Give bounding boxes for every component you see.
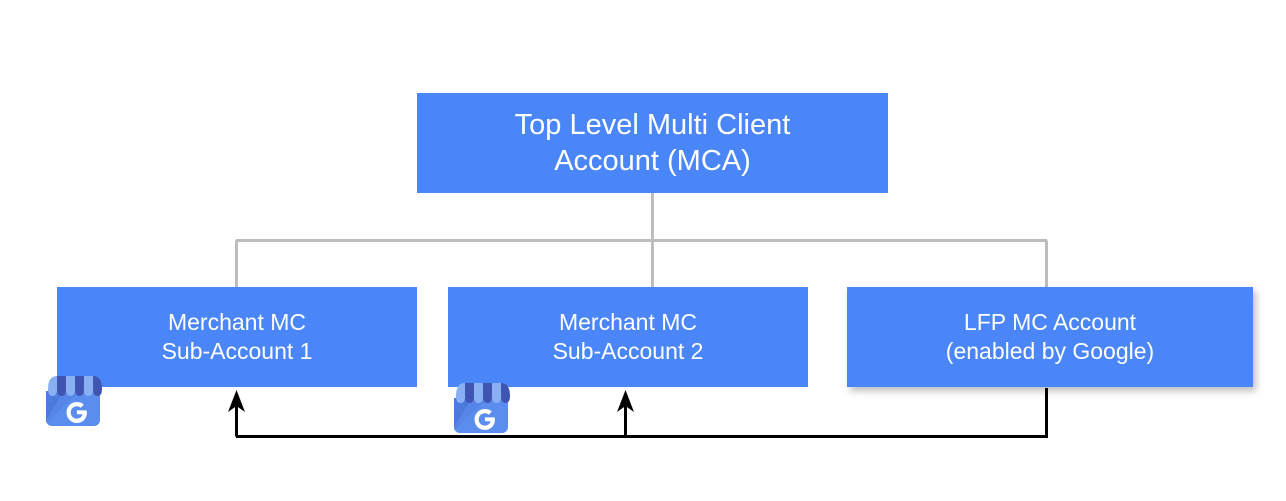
flow-arrowhead-sub2 xyxy=(617,390,634,412)
node-merchant-mc-sub-account-1[interactable]: Merchant MC Sub-Account 1 xyxy=(57,287,417,387)
node-merchant-mc-sub-account-2[interactable]: Merchant MC Sub-Account 2 xyxy=(448,287,808,387)
google-business-profile-icon xyxy=(46,376,102,426)
node-top-level-mca[interactable]: Top Level Multi Client Account (MCA) xyxy=(417,93,888,193)
node-lfp-mc-account-label: LFP MC Account (enabled by Google) xyxy=(945,309,1155,364)
flow-arrowhead-sub1 xyxy=(228,390,245,412)
google-business-profile-icon xyxy=(454,383,510,433)
node-merchant-mc-sub-account-2-label: Merchant MC Sub-Account 2 xyxy=(552,309,704,364)
node-merchant-mc-sub-account-1-label: Merchant MC Sub-Account 1 xyxy=(161,309,313,364)
node-lfp-mc-account[interactable]: LFP MC Account (enabled by Google) xyxy=(847,287,1253,387)
node-top-level-mca-label: Top Level Multi Client Account (MCA) xyxy=(514,108,791,177)
